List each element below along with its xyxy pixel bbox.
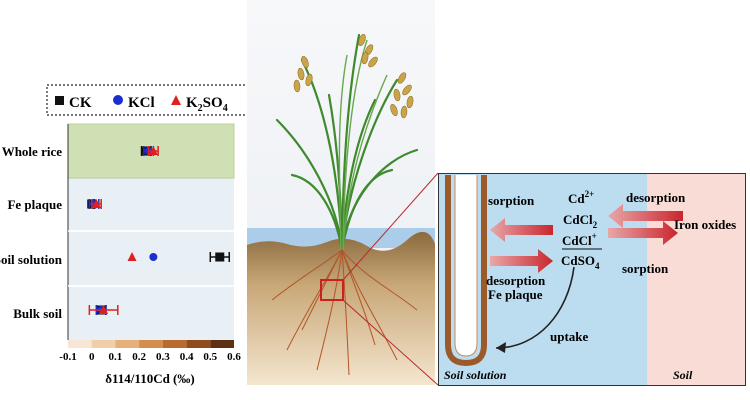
soil-region xyxy=(647,174,745,385)
desorption-right-label: desorption xyxy=(626,190,686,205)
legend-ck-label: CK xyxy=(69,95,92,111)
legend-kcl-marker xyxy=(113,95,123,105)
category-label: Fe plaque xyxy=(7,197,62,212)
category-label: Soil solution xyxy=(0,252,63,267)
zoom-line-top xyxy=(342,172,439,281)
species-cdcl: CdCl+ xyxy=(562,231,597,248)
rice-grains xyxy=(293,34,414,119)
legend-k2so4-label: K2SO4 xyxy=(186,95,228,114)
x-tick-label: 0.2 xyxy=(132,351,146,363)
colorbar-segment xyxy=(186,340,211,348)
sorption-left-label: sorption xyxy=(488,193,535,208)
isotope-chart: CK KCl K2SO4 Whole rice Fe plaque Soil s… xyxy=(0,84,250,386)
data-point-k2so4 xyxy=(127,252,137,261)
colorbar-segment xyxy=(139,340,163,348)
legend-kcl-label: KCl xyxy=(128,95,155,111)
root-cross-section xyxy=(445,175,487,367)
uptake-arrowhead xyxy=(496,342,506,353)
legend-k2so4-marker xyxy=(171,95,181,105)
species-cd2: Cd2+ xyxy=(568,189,594,206)
category-label: Whole rice xyxy=(2,144,63,159)
desorption-left-label: desorption xyxy=(486,273,546,288)
x-tick-label: 0.4 xyxy=(180,351,194,363)
legend-box xyxy=(46,84,250,116)
legend-ck-marker xyxy=(55,96,64,105)
root-interior xyxy=(454,175,478,357)
data-point-ck xyxy=(215,252,225,262)
category-label: Bulk soil xyxy=(13,306,62,321)
desorption-arrow-right xyxy=(608,204,683,228)
iron-oxides-label: Iron oxides xyxy=(674,217,736,232)
root-zoom-box xyxy=(320,279,344,301)
rice-roots xyxy=(271,249,418,376)
soil-solution-label: Soil solution xyxy=(444,368,507,382)
x-tick-label: 0.6 xyxy=(227,351,241,363)
sorption-arrow-left xyxy=(490,218,553,242)
data-point-kcl xyxy=(149,253,158,261)
soil-label: Soil xyxy=(673,368,693,382)
uptake-arrow xyxy=(495,266,575,349)
rice-plant-illustration xyxy=(247,0,435,385)
desorption-arrow-left xyxy=(490,249,553,273)
soil-layer xyxy=(247,231,435,385)
colorbar xyxy=(68,340,234,348)
zoom-line-bottom xyxy=(342,299,439,386)
diagram-overlay: sorption desorption desorption sorption … xyxy=(444,175,736,382)
x-axis-ticks: -0.1 0 0.1 0.2 0.3 0.4 0.5 0.6 xyxy=(59,351,241,363)
x-tick-label: 0.3 xyxy=(156,351,170,363)
species-cdcl2: CdCl2 xyxy=(563,212,598,230)
fe-plaque-label: Fe plaque xyxy=(488,287,543,302)
x-tick-label: 0.5 xyxy=(203,351,217,363)
data-point-k2so4 xyxy=(99,305,109,314)
colorbar-segment xyxy=(210,340,234,348)
x-tick-label: 0 xyxy=(89,351,95,363)
colorbar-segment xyxy=(68,340,92,348)
data-point-k2so4 xyxy=(91,199,101,208)
x-tick-label: 0.1 xyxy=(109,351,123,363)
data-point-k2so4 xyxy=(148,146,158,155)
sorption-arrow-right xyxy=(608,221,678,245)
x-tick-label: -0.1 xyxy=(59,351,76,363)
x-axis-label: δ114/110Cd (‰) xyxy=(105,371,194,386)
data-marks xyxy=(87,146,231,315)
colorbar-segment xyxy=(115,340,140,348)
sorption-right-label: sorption xyxy=(622,261,669,276)
species-cdso4: CdSO4 xyxy=(561,253,600,271)
uptake-label: uptake xyxy=(550,329,589,344)
colorbar-segment xyxy=(91,340,116,348)
colorbar-segment xyxy=(162,340,187,348)
